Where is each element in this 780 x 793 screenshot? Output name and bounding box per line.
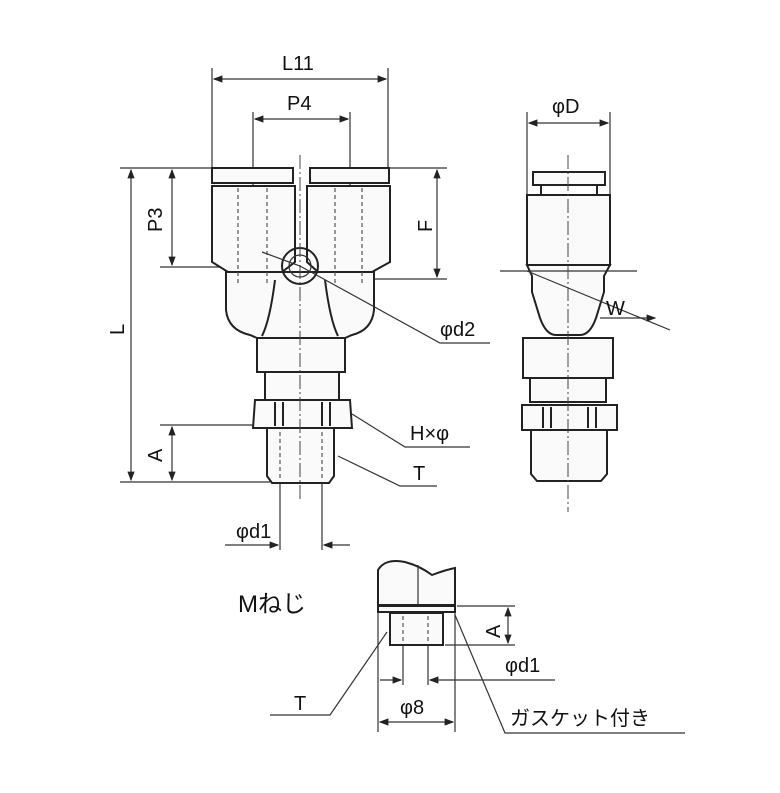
label-P4: P4 (287, 93, 311, 115)
label-P3: P3 (145, 208, 167, 232)
leader-T-detail (270, 631, 388, 716)
detail-label-phi8: φ8 (400, 697, 424, 719)
label-L11: L11 (282, 53, 314, 75)
label-T: T (413, 463, 425, 485)
label-d2: φd2 (440, 319, 475, 341)
label-A: A (145, 448, 167, 462)
label-W: W (606, 298, 625, 320)
label-d1: φd1 (236, 521, 271, 543)
release-button-right (309, 167, 390, 184)
detail-label-d1: φd1 (505, 655, 540, 677)
m-thread (389, 612, 444, 646)
m-thread-detail: Mねじ A φd1 φ8 T ガスケット付き (238, 560, 685, 734)
body-right (306, 185, 391, 273)
label-D: φD (552, 96, 579, 118)
hex-nut (251, 399, 354, 429)
leader-HxPhi (351, 413, 470, 448)
release-button-left (211, 167, 294, 184)
front-view: L11 P4 P3 L A F φd2 H×φ T φd1 (107, 53, 490, 550)
label-L: L (107, 324, 129, 335)
leader-gasket (454, 614, 685, 734)
across-flats-line (526, 270, 671, 331)
gasket (377, 605, 456, 613)
thread (266, 427, 335, 484)
detail-label-A: A (483, 624, 505, 638)
detail-title: Mねじ (238, 591, 306, 618)
side-view: φD W (500, 96, 671, 512)
detail-label-T: T (294, 693, 306, 715)
label-HxPhi: H×φ (410, 423, 449, 445)
detail-label-gasket: ガスケット付き (510, 707, 650, 730)
leader-T (337, 455, 437, 487)
label-F: F (415, 220, 437, 232)
leader-d2 (261, 251, 490, 344)
